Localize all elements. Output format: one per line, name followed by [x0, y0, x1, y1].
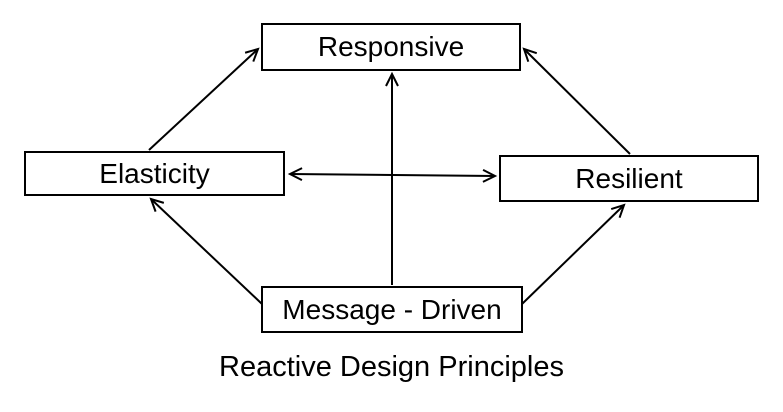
node-elasticity: Elasticity [24, 151, 285, 196]
arrow-message-driven-to-elasticity [149, 197, 263, 305]
arrow-message-driven-to-resilient [521, 203, 626, 305]
node-resilient: Resilient [499, 155, 759, 202]
arrow-elasticity-to-responsive [148, 47, 260, 151]
arrow-resilient-to-responsive [522, 47, 631, 155]
arrow-elasticity-resilient-two-way [287, 167, 498, 183]
node-message-driven: Message - Driven [261, 286, 523, 333]
diagram-title: Reactive Design Principles [219, 351, 564, 383]
node-responsive: Responsive [261, 23, 521, 71]
